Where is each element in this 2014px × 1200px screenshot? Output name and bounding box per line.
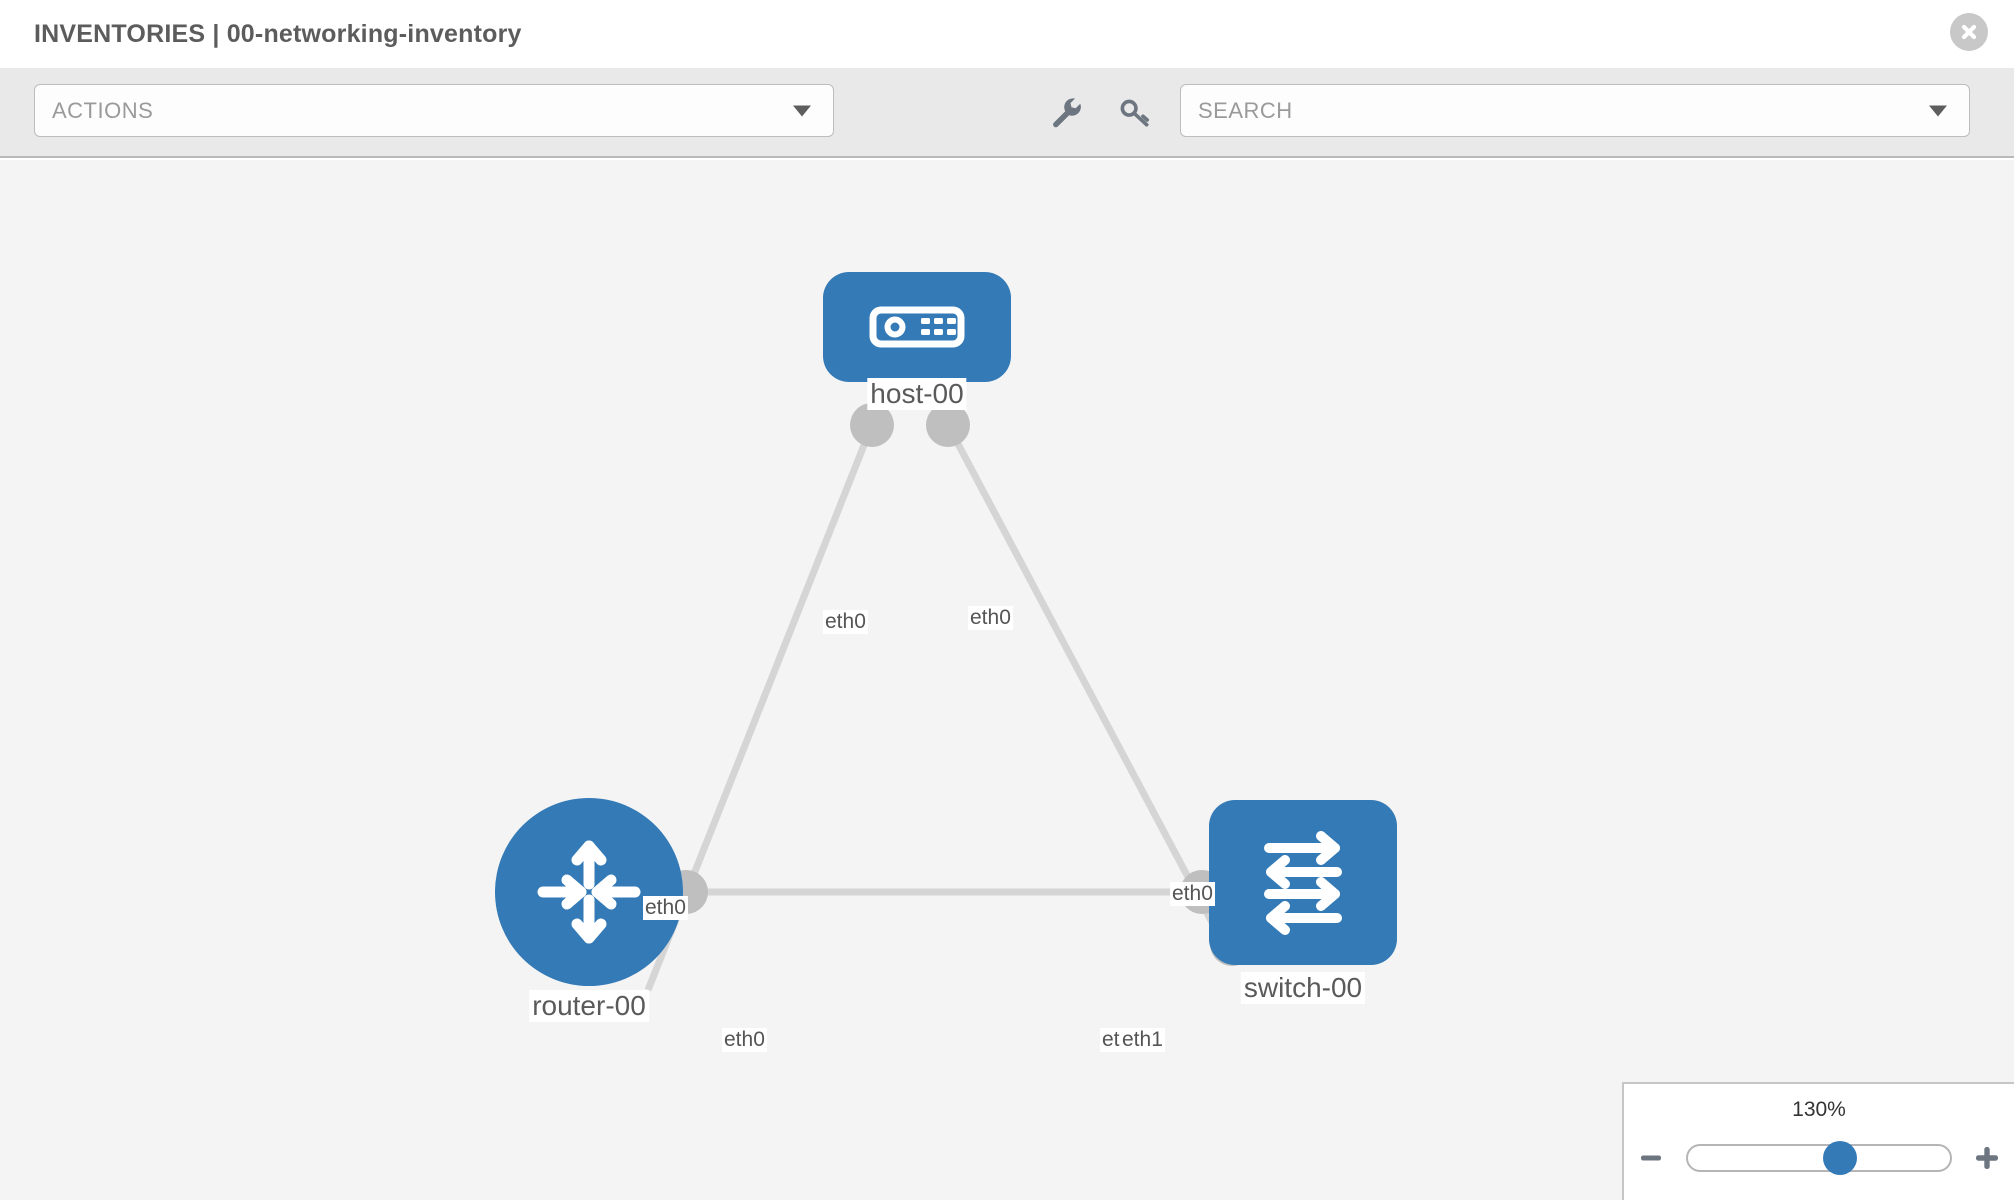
search-placeholder: SEARCH xyxy=(1198,97,1293,123)
page-title: INVENTORIES | 00-networking-inventory xyxy=(34,19,522,48)
search-input[interactable]: SEARCH xyxy=(1180,84,1970,137)
connector-host-right xyxy=(926,403,970,447)
zoom-slider-thumb[interactable] xyxy=(1823,1141,1857,1175)
iface-label-host-right: eth0 xyxy=(968,606,1013,630)
zoom-percent-label: 130% xyxy=(1792,1098,1846,1121)
actions-dropdown[interactable]: ACTIONS xyxy=(34,84,834,137)
router-icon xyxy=(537,840,641,944)
router-node-shape xyxy=(495,798,683,986)
switch-icon xyxy=(1264,830,1342,935)
connector-host-left xyxy=(850,403,894,447)
switch-node-shape xyxy=(1209,800,1397,965)
chevron-down-icon[interactable] xyxy=(1929,105,1947,116)
topology-canvas[interactable]: host-00 router-00 xyxy=(0,160,2014,1200)
iface-label-router-up: eth0 xyxy=(643,896,688,920)
node-label-host-00: host-00 xyxy=(867,378,967,410)
plus-icon[interactable] xyxy=(1970,1141,2004,1175)
node-label-switch-00: switch-00 xyxy=(1240,972,1366,1004)
node-switch-00[interactable]: switch-00 xyxy=(1209,800,1397,1004)
actions-dropdown-label: ACTIONS xyxy=(52,97,154,123)
zoom-slider-track[interactable] xyxy=(1686,1141,1952,1175)
iface-label-switch-up: eth0 xyxy=(1170,882,1215,906)
node-router-00[interactable]: router-00 xyxy=(495,798,683,1022)
close-icon[interactable] xyxy=(1950,13,1988,51)
host-node-shape xyxy=(823,272,1011,382)
server-icon xyxy=(869,306,965,348)
wrench-icon[interactable] xyxy=(1044,90,1088,134)
node-host-00[interactable]: host-00 xyxy=(823,272,1011,410)
key-icon[interactable] xyxy=(1113,90,1157,134)
chevron-down-icon xyxy=(793,105,811,116)
iface-label-router-right: eth0 xyxy=(722,1028,767,1052)
iface-label-switch-left-b: eth1 xyxy=(1120,1028,1165,1052)
iface-label-host-left: eth0 xyxy=(823,610,868,634)
page-header: INVENTORIES | 00-networking-inventory xyxy=(0,0,2014,68)
node-label-router-00: router-00 xyxy=(529,990,649,1022)
minus-icon[interactable] xyxy=(1634,1141,1668,1175)
zoom-control-panel: 130% xyxy=(1622,1082,2014,1200)
zoom-slider-row xyxy=(1624,1136,2014,1180)
